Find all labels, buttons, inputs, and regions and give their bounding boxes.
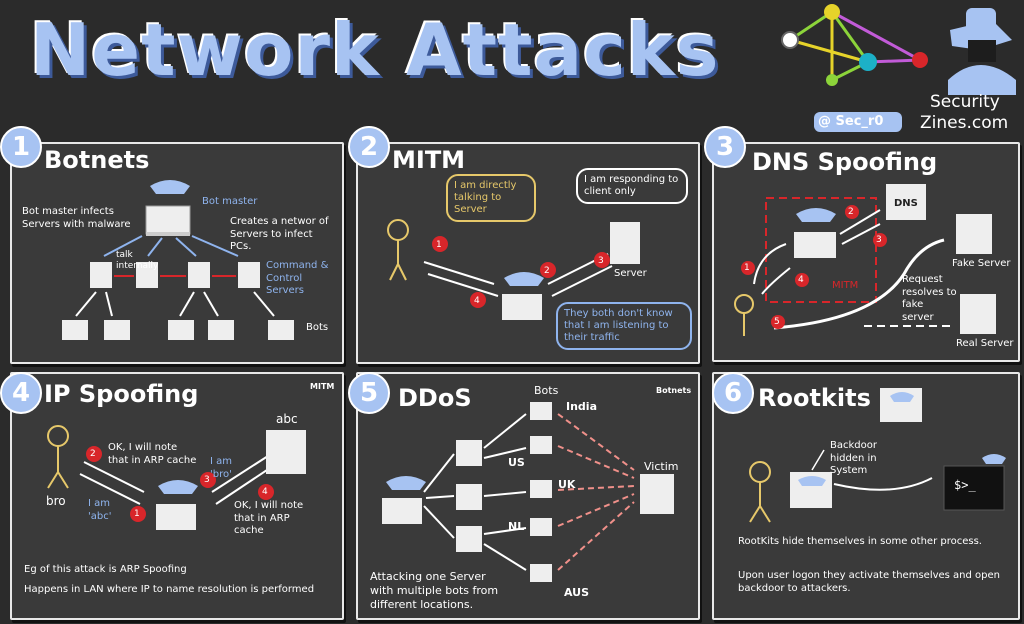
- ip-iam-bro: I am 'bro': [210, 456, 232, 480]
- cc-label: Command & Control Servers: [266, 260, 329, 296]
- dns-step-2: 2: [848, 207, 854, 217]
- ddos-diagram: [382, 402, 674, 582]
- mitm-step-3: 3: [598, 256, 604, 266]
- panel-title-ip-spoofing: IP Spoofing: [44, 380, 199, 408]
- ip-spoofing-diagram: [47, 425, 306, 530]
- network-graph-icon: [781, 4, 1016, 132]
- brand-handle: @ Sec_r0: [818, 114, 884, 129]
- ddos-tag-botnets: Botnets: [656, 386, 692, 395]
- real-server-label: Real Server: [956, 338, 1014, 349]
- request-resolves-label: Request resolves to fake server: [902, 274, 957, 323]
- rootkits-diagram: [749, 388, 1006, 523]
- panel-title-mitm: MITM: [392, 146, 466, 174]
- ddos-nl-label: NL: [508, 520, 525, 533]
- panel-number-1: 1: [0, 126, 42, 168]
- ip-bro-label: bro: [46, 494, 66, 508]
- mitm-bubble-attacker: They both don't know that I am listening…: [556, 302, 692, 350]
- ip-step-1: 1: [134, 509, 140, 519]
- panel-botnets: Bot master infects Servers with malware …: [10, 142, 344, 364]
- mitm-step-2: 2: [544, 266, 550, 276]
- panel-ip-spoofing: 1 2 3 4 MITM abc bro OK, I will note tha…: [10, 372, 344, 620]
- ip-step-3: 3: [204, 475, 210, 485]
- ddos-aus-label: AUS: [564, 586, 590, 599]
- panel-number-3: 3: [704, 126, 746, 168]
- dns-step-4: 4: [798, 275, 804, 285]
- ip-note-arp-1: OK, I will note that in ARP cache: [108, 442, 197, 466]
- ip-note-lan: Happens in LAN where IP to name resoluti…: [24, 584, 315, 595]
- panel-title-dns-spoofing: DNS Spoofing: [752, 148, 938, 176]
- brand-name-1: Security: [930, 92, 1000, 112]
- dns-step-5: 5: [774, 317, 780, 327]
- ip-step-4: 4: [262, 487, 268, 497]
- panel-ddos: Botnets Bots India US UK NL AUS Victim A…: [356, 372, 700, 620]
- panel-number-2: 2: [348, 126, 390, 168]
- ddos-us-label: US: [508, 456, 525, 469]
- mitm-step-1: 1: [436, 240, 442, 250]
- mitm-bubble-server: I am responding to client only: [576, 168, 688, 204]
- mitm-bubble-client: I am directly talking to Server: [446, 174, 536, 222]
- botnet-diagram: [62, 180, 294, 340]
- dns-step-3: 3: [876, 235, 882, 245]
- dns-server-label: DNS: [894, 198, 918, 209]
- panel-number-4: 4: [0, 372, 42, 414]
- ddos-note: Attacking one Server with multiple bots …: [370, 570, 499, 611]
- ddos-victim-label: Victim: [644, 460, 679, 473]
- ddos-bots-label: Bots: [534, 384, 559, 397]
- rootkit-prompt: $>_: [954, 478, 976, 492]
- ip-note-eg: Eg of this attack is ARP Spoofing: [24, 564, 187, 575]
- ip-tag-mitm: MITM: [310, 382, 335, 391]
- panel-number-5: 5: [348, 372, 390, 414]
- mitm-server-label: Server: [614, 268, 647, 279]
- ip-step-2: 2: [90, 449, 96, 459]
- panel-number-6: 6: [712, 372, 754, 414]
- dns-step-1: 1: [744, 263, 750, 273]
- mitm-diagram: [387, 219, 640, 320]
- panel-title-ddos: DDoS: [398, 384, 472, 412]
- rootkit-note-1: RootKits hide themselves in some other p…: [738, 536, 982, 547]
- panel-dns-spoofing: 1 2 3 4 5 DNS MITM Fake Server Request r…: [712, 142, 1020, 362]
- brand-name-2: Zines.com: [920, 113, 1009, 133]
- mitm-step-4: 4: [474, 296, 480, 306]
- ddos-uk-label: UK: [558, 478, 576, 491]
- panel-title-botnets: Botnets: [44, 146, 150, 174]
- panel-title-rootkits: Rootkits: [758, 384, 871, 412]
- page-title: Network Attacks: [30, 8, 720, 92]
- ddos-india-label: India: [566, 400, 597, 413]
- botnet-note-network: Creates a networ of Servers to infect PC…: [230, 216, 329, 252]
- panel-mitm: 1 2 3 4 I am directly talking to Server …: [356, 142, 700, 364]
- brand-block: @ Sec_r0 Security Zines.com: [780, 0, 1024, 140]
- dns-mitm-label: MITM: [832, 280, 859, 291]
- dns-diagram: [734, 184, 996, 336]
- botnet-note-infect: Bot master infects Servers with malware: [22, 206, 131, 230]
- fake-server-label: Fake Server: [952, 258, 1011, 269]
- ip-abc-label: abc: [276, 412, 298, 426]
- rootkit-backdoor-label: Backdoor hidden in System: [830, 440, 877, 476]
- talk-label: talk internally: [116, 250, 159, 272]
- panel-rootkits: Backdoor hidden in System $>_ RootKits h…: [712, 372, 1020, 620]
- rootkit-note-2: Upon user logon they activate themselves…: [738, 570, 1001, 594]
- ip-iam-abc: I am 'abc': [88, 498, 112, 522]
- ip-note-arp-2: OK, I will note that in ARP cache: [234, 500, 304, 536]
- bots-label: Bots: [306, 322, 329, 333]
- botmaster-label: Bot master: [202, 196, 258, 207]
